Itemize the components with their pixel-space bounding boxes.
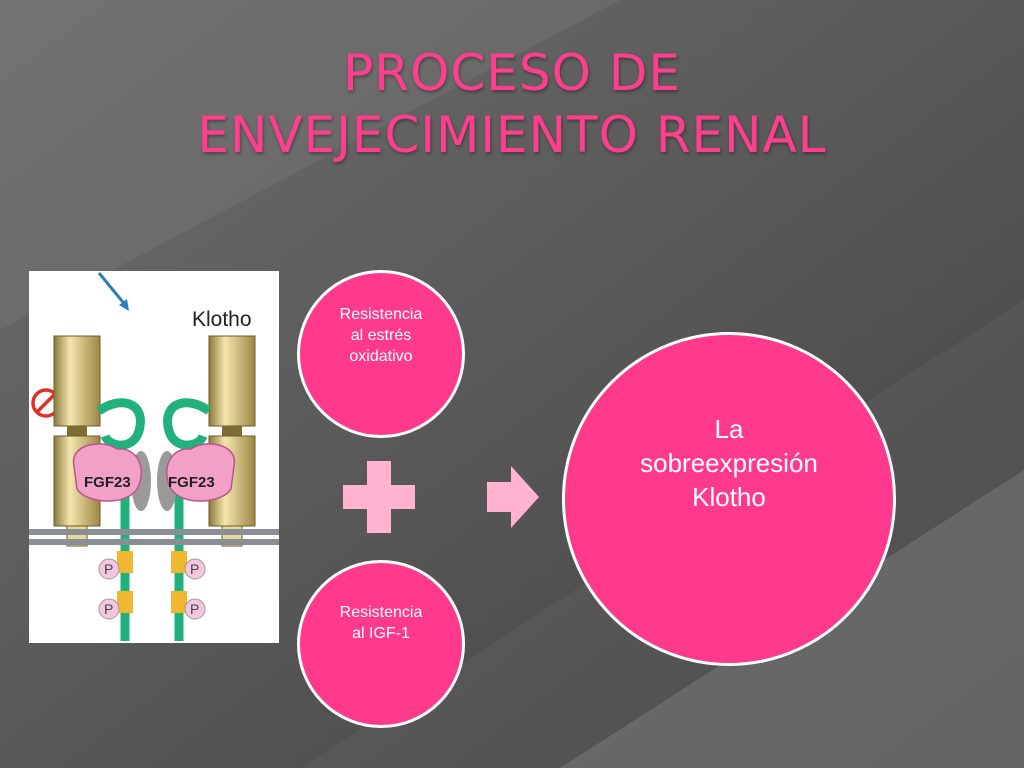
klotho-overexpression-node: La sobreexpresión Klotho <box>562 332 896 666</box>
svg-text:P: P <box>190 601 199 617</box>
phosphate-groups: P P P P <box>98 558 206 620</box>
fgf23-left: FGF23 <box>72 443 142 502</box>
incoming-arrow-icon <box>97 272 129 311</box>
node-result-line-3: Klotho <box>692 482 766 512</box>
fgf23-right: FGF23 <box>166 443 236 502</box>
title-line-1: PROCESO DE <box>343 44 681 102</box>
node-result-line-1: La <box>714 414 744 444</box>
svg-text:P: P <box>104 601 113 617</box>
node-top-line-3: oxidativo <box>349 347 413 365</box>
cell-membrane <box>29 529 279 545</box>
receptor-illustration: Klotho <box>29 272 279 641</box>
arrow-right-icon <box>487 466 539 528</box>
klotho-fgf23-receptor-figure: Klotho <box>29 271 279 643</box>
svg-text:P: P <box>190 561 199 577</box>
node-top-line-1: Resistencia <box>339 305 423 323</box>
kinase-domains <box>117 551 187 613</box>
oxidative-stress-resistance-node: Resistencia al estrés oxidativo <box>297 270 465 438</box>
title-line-2: ENVEJECIMIENTO RENAL <box>197 106 827 164</box>
node-result-line-2: sobreexpresión <box>640 448 818 478</box>
node-bottom-line-2: al IGF-1 <box>352 625 410 642</box>
plus-icon <box>343 461 415 533</box>
klotho-right-column <box>208 335 256 547</box>
fgf23-left-label: FGF23 <box>84 474 131 491</box>
fgf23-right-label: FGF23 <box>168 474 215 491</box>
node-top-line-2: al estrés <box>350 326 412 344</box>
klotho-left-column <box>53 335 101 547</box>
klotho-label: Klotho <box>192 308 252 331</box>
svg-text:P: P <box>104 561 113 577</box>
slide-title: PROCESO DE ENVEJECIMIENTO RENAL <box>0 42 1024 166</box>
igf1-resistance-node: Resistencia al IGF-1 <box>297 560 465 728</box>
node-bottom-line-1: Resistencia <box>339 604 423 621</box>
